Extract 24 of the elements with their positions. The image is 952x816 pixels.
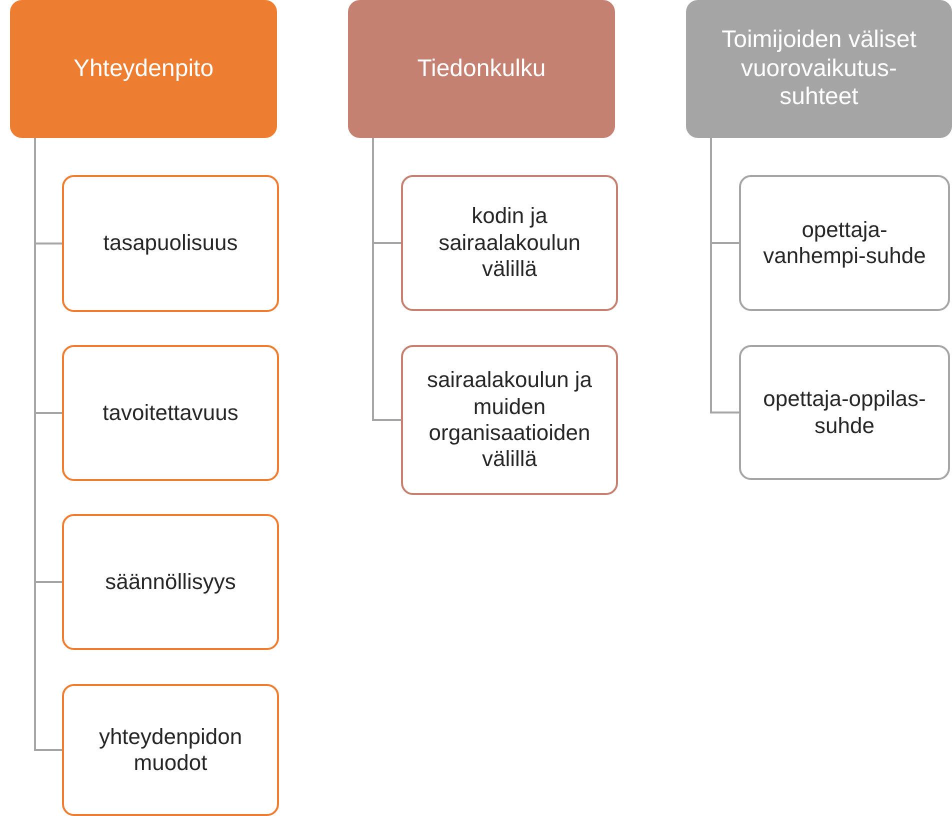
item-text: kodin ja sairaalakoulun välillä bbox=[438, 203, 582, 283]
item-text: säännöllisyys bbox=[105, 568, 236, 596]
subitem-box bbox=[739, 345, 950, 480]
header-text: Toimijoiden väliset vuorovaikutus-suhteet bbox=[720, 26, 918, 112]
header-text: Yhteydenpito bbox=[73, 54, 214, 84]
connector-line bbox=[710, 138, 739, 414]
item-text: tasapuolisuus bbox=[103, 230, 238, 257]
item-text: yhteydenpidon muodot bbox=[98, 724, 244, 776]
subitem-box bbox=[62, 175, 279, 312]
item-text: tavoitettavuus bbox=[102, 400, 238, 426]
category-header-box bbox=[348, 0, 615, 138]
subitem-box bbox=[62, 514, 279, 650]
item-text: opettaja-oppilas-suhde bbox=[762, 386, 927, 439]
header-text: Tiedonkulku bbox=[417, 54, 546, 84]
subitem-box bbox=[739, 175, 950, 311]
category-header-box bbox=[686, 0, 952, 138]
subitem-box bbox=[62, 345, 279, 481]
connector-line bbox=[372, 138, 401, 421]
item-text: opettaja-vanhempi-suhde bbox=[762, 216, 927, 270]
subitem-box bbox=[401, 345, 618, 495]
category-header-box bbox=[10, 0, 277, 138]
item-text: sairaalakoulun ja muiden organisaatioiden välillä bbox=[426, 367, 594, 473]
subitem-box bbox=[62, 684, 279, 816]
subitem-box bbox=[401, 175, 618, 311]
